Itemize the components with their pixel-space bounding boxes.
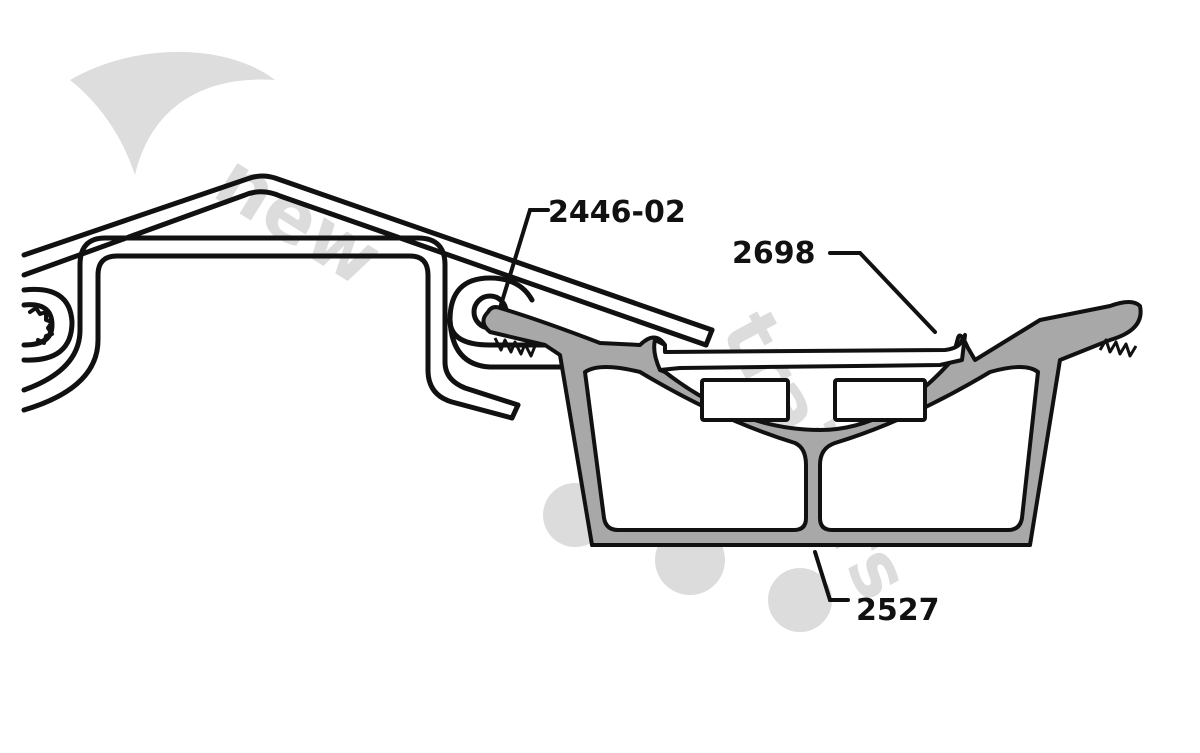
pivot-barrel-outer <box>447 275 563 348</box>
roof-inner-line <box>21 189 709 348</box>
channel-outer <box>21 235 521 408</box>
right-wing-teeth <box>1098 338 1138 358</box>
extrusion-cavity-left <box>583 365 808 532</box>
channel-inner <box>21 253 515 421</box>
watermark-swoosh <box>70 51 275 175</box>
leader-2698 <box>828 251 937 334</box>
left-wing-teeth <box>493 337 537 358</box>
callout-2527: 2527 <box>856 593 940 628</box>
left-barrel <box>21 286 75 363</box>
watermark-dot <box>768 568 832 632</box>
leader-lines <box>498 208 937 602</box>
roof-end-cap <box>703 327 715 348</box>
cover-strip-body <box>652 333 967 372</box>
channel-end-cap <box>509 402 521 421</box>
roof-outer-line <box>21 173 715 333</box>
watermark-word-new: new <box>200 135 396 304</box>
callout-2446-02: 2446-02 <box>548 195 686 230</box>
leader-2446-02 <box>498 208 550 310</box>
leader-2527 <box>813 550 850 602</box>
cover-block-left <box>700 378 790 422</box>
left-gear-teeth <box>28 306 54 345</box>
cover-strip-2698 <box>652 333 967 422</box>
callout-2698: 2698 <box>732 236 816 271</box>
extrusion-cavity-right <box>818 365 1040 532</box>
main-extrusion <box>481 300 1143 547</box>
pivot-barrel-bottom <box>447 317 563 370</box>
cover-block-right <box>833 378 927 422</box>
hinge-panel-assembly <box>21 173 715 421</box>
